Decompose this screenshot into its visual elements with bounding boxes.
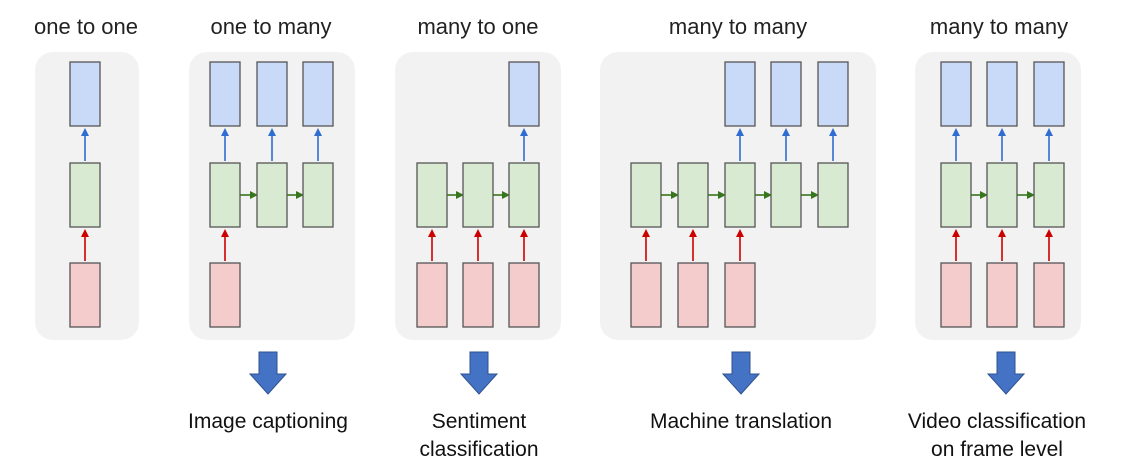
input-box xyxy=(1033,262,1065,328)
caption-many-to-one: Sentiment classification xyxy=(419,408,538,464)
hidden-state-box xyxy=(1033,162,1065,228)
input-box xyxy=(630,262,662,328)
down-arrow-icon xyxy=(986,351,1026,395)
hidden-state-box xyxy=(209,162,241,228)
title-one-to-many: one to many xyxy=(210,14,332,39)
hidden-state-box xyxy=(986,162,1018,228)
title-many-to-many-1: many to many xyxy=(668,14,808,39)
output-box xyxy=(1033,61,1065,127)
hidden-state-box xyxy=(940,162,972,228)
down-arrow-icon xyxy=(721,351,761,395)
caption-line: classification xyxy=(419,438,539,461)
input-box xyxy=(508,262,540,328)
output-box xyxy=(986,61,1018,127)
hidden-state-box xyxy=(256,162,288,228)
down-arrow-icon xyxy=(459,351,499,395)
hidden-state-box xyxy=(630,162,662,228)
input-box xyxy=(940,262,972,328)
output-box xyxy=(69,61,101,127)
hidden-state-box xyxy=(817,162,849,228)
output-box xyxy=(940,61,972,127)
hidden-state-box xyxy=(508,162,540,228)
caption-many-to-many-2: Video classification on frame level xyxy=(908,408,1086,464)
input-box xyxy=(69,262,101,328)
hidden-state-box xyxy=(462,162,494,228)
output-box xyxy=(724,61,756,127)
output-box xyxy=(770,61,802,127)
caption-line: on frame level xyxy=(931,438,1063,461)
caption-line: Machine translation xyxy=(649,410,833,433)
input-box xyxy=(724,262,756,328)
input-box xyxy=(677,262,709,328)
caption-many-to-many-1: Machine translation xyxy=(650,408,832,436)
title-many-to-one: many to one xyxy=(417,14,539,39)
down-arrow-icon xyxy=(248,351,288,395)
input-box xyxy=(416,262,448,328)
caption-line: Image captioning xyxy=(188,410,348,433)
output-box xyxy=(209,61,241,127)
hidden-state-box xyxy=(677,162,709,228)
hidden-state-box xyxy=(416,162,448,228)
title-many-to-many-2: many to many xyxy=(929,14,1069,39)
caption-line: Video classification xyxy=(907,410,1087,433)
input-box xyxy=(209,262,241,328)
caption-line: Sentiment xyxy=(431,410,527,433)
title-one-to-one: one to one xyxy=(34,14,138,39)
hidden-state-box xyxy=(302,162,334,228)
input-box xyxy=(986,262,1018,328)
hidden-state-box xyxy=(69,162,101,228)
input-box xyxy=(462,262,494,328)
hidden-state-box xyxy=(770,162,802,228)
caption-one-to-many: Image captioning xyxy=(188,408,348,436)
output-box xyxy=(256,61,288,127)
output-box xyxy=(302,61,334,127)
hidden-state-box xyxy=(724,162,756,228)
output-box xyxy=(817,61,849,127)
output-box xyxy=(508,61,540,127)
